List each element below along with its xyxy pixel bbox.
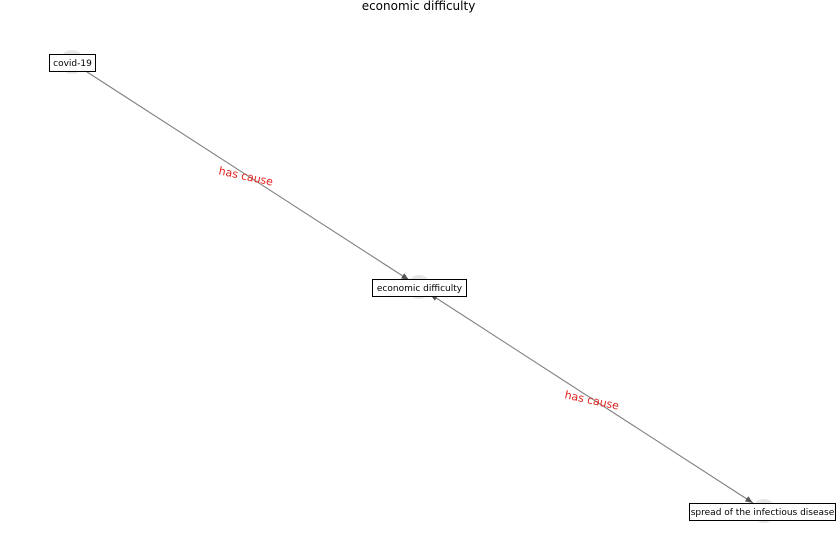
node-box-covid	[49, 54, 96, 72]
edge-label-spread-econ: has cause	[564, 388, 621, 412]
node-covid[interactable]: covid-19	[49, 54, 96, 72]
diagram-title: economic difficulty	[362, 0, 476, 13]
edge-econ-spread	[429, 293, 754, 504]
node-box-spread	[689, 503, 836, 521]
node-spread[interactable]: spread of the infectious disease	[689, 503, 836, 521]
node-label-spread: spread of the infectious disease	[691, 508, 835, 518]
node-econ[interactable]: economic difficulty	[372, 279, 467, 297]
edge-covid-to-econ	[83, 69, 410, 281]
node-box-econ	[372, 279, 467, 297]
node-label-covid: covid-19	[53, 59, 92, 69]
edge-label-covid-econ: has cause	[218, 164, 275, 188]
node-label-econ: economic difficulty	[377, 284, 463, 294]
